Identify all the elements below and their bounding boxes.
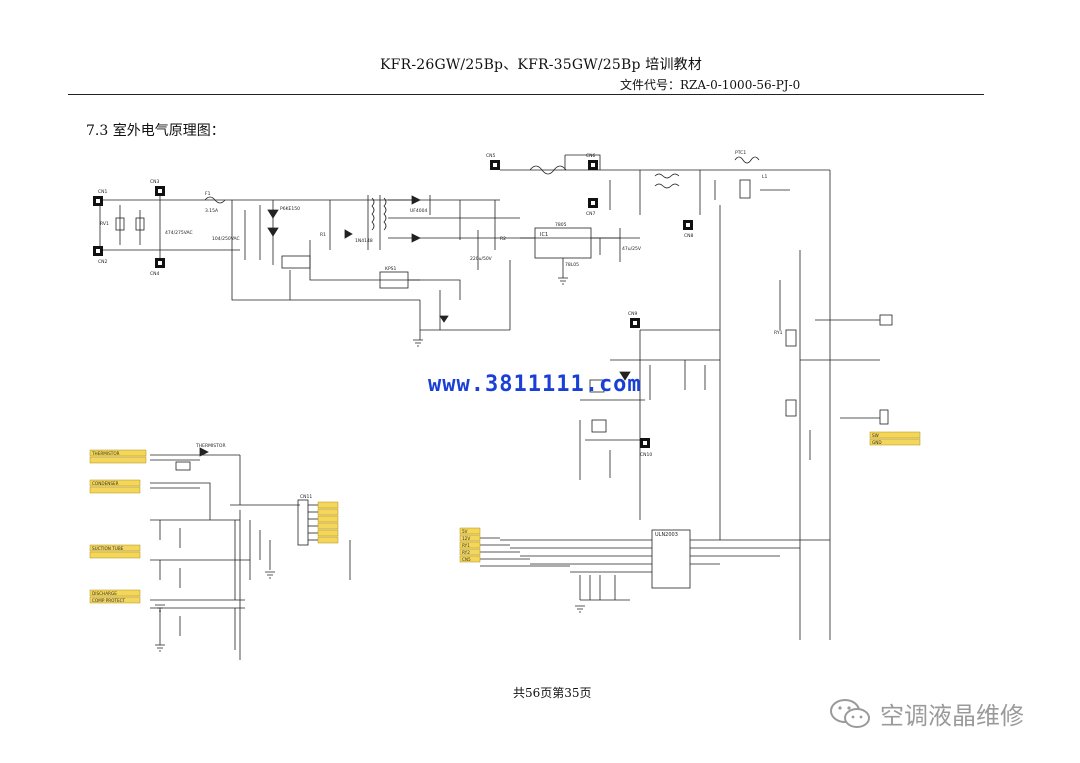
header-divider bbox=[68, 94, 984, 95]
connector-label: CN3 bbox=[150, 179, 160, 185]
wechat-icon bbox=[830, 698, 870, 728]
part-label: R1 bbox=[320, 232, 326, 238]
part-value: 47u/25V bbox=[622, 246, 642, 252]
relay-label: RY1 bbox=[774, 330, 783, 336]
watermark-url: www.3811111.com bbox=[428, 372, 642, 397]
part-value: UF4004 bbox=[410, 208, 427, 214]
part-label: THERMISTOR bbox=[195, 443, 226, 449]
tag-text: RY1 bbox=[462, 543, 470, 548]
part-value: 1N4148 bbox=[355, 238, 373, 244]
connector-label: CN1 bbox=[98, 189, 108, 195]
tag-text: THERMISTOR bbox=[91, 451, 120, 456]
part-value: 104/250VAC bbox=[212, 236, 240, 242]
part-label: KPS1 bbox=[385, 266, 397, 272]
ic-value: 78L05 bbox=[565, 262, 579, 268]
label-tags bbox=[89, 431, 921, 604]
connector-label: CN8 bbox=[684, 233, 694, 239]
part-value: 3.15A bbox=[205, 208, 219, 214]
connector-label: CN2 bbox=[98, 259, 108, 265]
part-value: P6KE150 bbox=[280, 206, 300, 212]
part-label: L1 bbox=[762, 174, 768, 180]
brand-watermark: 空调液晶维修 bbox=[828, 696, 1024, 731]
brand-name: 空调液晶维修 bbox=[880, 702, 1024, 730]
tag-text: GND bbox=[872, 440, 882, 445]
header-title: KFR-26GW/25Bp、KFR-35GW/25Bp 培训教材 bbox=[380, 57, 703, 73]
tag-text: SUCTION TUBE bbox=[92, 546, 124, 551]
part-value: 474/275VAC bbox=[165, 230, 193, 236]
tag-text: CONDENSER bbox=[92, 481, 119, 486]
ic-value: 7805 bbox=[555, 222, 567, 228]
tag-text: DISCHARGE bbox=[92, 591, 117, 596]
tag-text: CN5 bbox=[462, 557, 471, 562]
connector-label: CN11 bbox=[300, 494, 312, 500]
part-label: R2 bbox=[500, 236, 506, 242]
connector-label: CN10 bbox=[640, 452, 652, 458]
tag-text: COMP PROTECT bbox=[92, 598, 126, 603]
connector-label: CN5 bbox=[486, 153, 496, 159]
connector-blocks bbox=[93, 160, 693, 448]
tag-text: 12V bbox=[462, 536, 470, 541]
tag-text: 5V bbox=[462, 529, 468, 534]
part-value: 220u/50V bbox=[470, 256, 493, 262]
page-number: 共56页第35页 bbox=[513, 686, 592, 700]
tag-text: RY2 bbox=[462, 550, 470, 555]
connector-label: CN4 bbox=[150, 271, 160, 277]
connector-label: CN7 bbox=[586, 211, 596, 217]
connector-label: CN6 bbox=[586, 153, 596, 159]
ic-label: IC1 bbox=[540, 232, 548, 238]
part-label: RV1 bbox=[100, 221, 109, 227]
part-label: PTC1 bbox=[735, 150, 746, 156]
tag-text: SW bbox=[872, 433, 879, 438]
connector-label: CN9 bbox=[628, 311, 638, 317]
part-label: F1 bbox=[205, 191, 211, 197]
section-title: 7.3 室外电气原理图： bbox=[86, 123, 225, 139]
document-code: 文件代号：RZA-0-1000-56-PJ-0 bbox=[620, 78, 801, 92]
ic-label: ULN2003 bbox=[655, 532, 678, 538]
